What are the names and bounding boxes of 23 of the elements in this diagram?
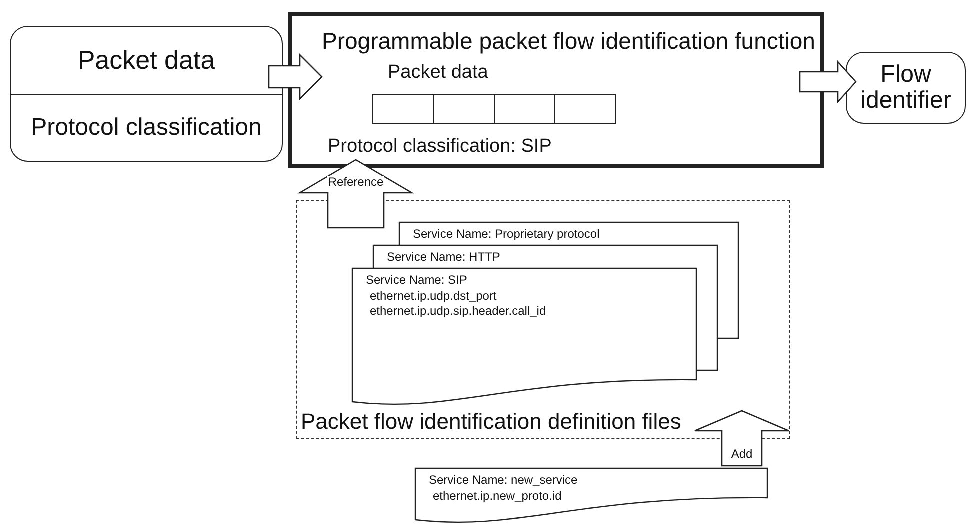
service-name: Service Name: SIP [365, 272, 468, 289]
edge-label: Reference [327, 176, 385, 190]
function-box [288, 12, 824, 168]
block-arrow [799, 60, 857, 104]
field-path: ethernet.ip.udp.sip.header.call_id [369, 304, 548, 320]
field-path: ethernet.ip.udp.dst_port [369, 288, 498, 304]
box-text: Protocol classification: SIP [328, 136, 552, 158]
block-arrow [694, 410, 790, 467]
block-arrow [268, 53, 323, 101]
service-name: Service Name: Proprietary protocol [412, 226, 601, 243]
edge-label: Add [730, 448, 754, 462]
box-text: Packet data [78, 46, 216, 75]
group-label: Packet flow identification definition files [301, 409, 682, 435]
box-title: Programmable packet flow identification function [322, 28, 816, 55]
field-path: ethernet.ip.new_proto.id [432, 488, 563, 504]
service-name: Service Name: new_service [428, 472, 579, 489]
box-text: Protocol classification [31, 114, 262, 141]
service-name: Service Name: HTTP [386, 249, 502, 266]
rounded-box [10, 26, 283, 162]
field-label: Packet data [388, 62, 488, 84]
rounded-box [846, 52, 966, 124]
dashed-group [296, 200, 790, 439]
box-text: Flow identifier [860, 62, 952, 114]
